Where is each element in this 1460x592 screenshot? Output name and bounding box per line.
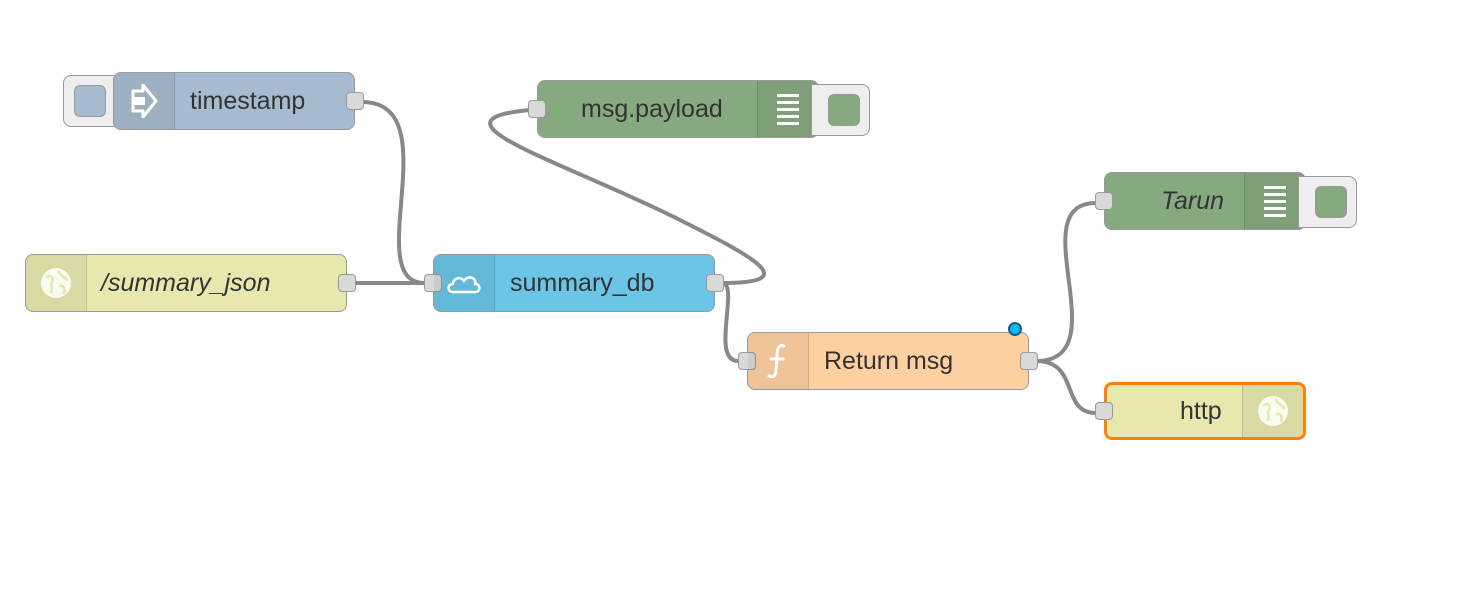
output-port[interactable] <box>706 274 724 292</box>
wire-return-msg-to-http[interactable] <box>1034 359 1098 415</box>
input-port[interactable] <box>424 274 442 292</box>
node-summary-json[interactable]: /summary_json <box>25 254 356 312</box>
globe-icon <box>26 255 87 311</box>
arrow-in-icon <box>114 73 175 129</box>
node-label: Return msg <box>824 346 954 375</box>
input-port[interactable] <box>1095 402 1113 420</box>
debug-toggle-inner[interactable] <box>828 94 860 126</box>
globe-icon <box>1242 385 1303 437</box>
debug-toggle-inner[interactable] <box>1315 186 1347 218</box>
node-label: /summary_json <box>101 268 271 297</box>
debug-list-icon <box>757 81 818 137</box>
node-http[interactable]: http <box>1095 382 1306 440</box>
input-port[interactable] <box>528 100 546 118</box>
node-label: http <box>1180 396 1222 425</box>
wire-timestamp-to-summary-db[interactable] <box>360 100 426 285</box>
debug-toggle-button[interactable] <box>811 84 870 136</box>
input-port[interactable] <box>738 352 756 370</box>
output-port[interactable] <box>1020 352 1038 370</box>
node-return-msg[interactable]: Return msg <box>738 332 1038 390</box>
node-label: Tarun <box>1161 186 1225 215</box>
cloud-icon <box>434 255 495 311</box>
node-label: msg.payload <box>581 94 723 123</box>
inject-button-inner[interactable] <box>74 85 106 117</box>
node-msg-payload[interactable]: msg.payload <box>528 80 819 138</box>
node-timestamp[interactable]: timestamp <box>113 72 364 130</box>
wire-summary-db-to-return-msg[interactable] <box>720 281 740 363</box>
debug-toggle-button[interactable] <box>1298 176 1357 228</box>
function-icon <box>748 333 809 389</box>
wire-summary-db-to-msg-payload[interactable] <box>488 108 766 285</box>
output-port[interactable] <box>346 92 364 110</box>
output-port[interactable] <box>338 274 356 292</box>
changed-indicator <box>1008 322 1022 336</box>
node-label: summary_db <box>510 268 655 297</box>
input-port[interactable] <box>1095 192 1113 210</box>
node-tarun[interactable]: Tarun <box>1095 172 1306 230</box>
node-summary-db[interactable]: summary_db <box>424 254 724 312</box>
node-label: timestamp <box>190 86 306 115</box>
debug-list-icon <box>1244 173 1305 229</box>
wire-return-msg-to-tarun[interactable] <box>1034 201 1098 363</box>
